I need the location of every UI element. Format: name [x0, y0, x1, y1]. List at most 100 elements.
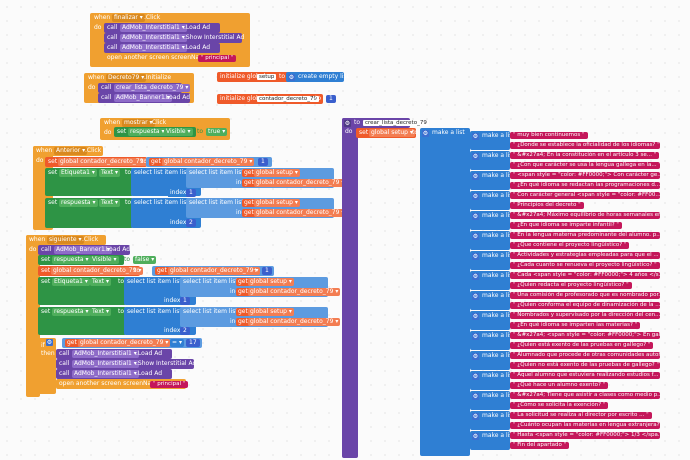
set-global-contador-block[interactable]: set global contador_decreto_79 to: [38, 266, 144, 276]
list-item-string[interactable]: " ¿Quien redacta el proyecto lingüístico…: [510, 282, 632, 289]
equals-compare-block[interactable]: get global contador_decreto_79 = 17: [62, 338, 202, 348]
respuesta-component-dropdown[interactable]: respuesta: [128, 128, 167, 136]
list-item-string[interactable]: " ¿Quien está exento de las pruebas en g…: [510, 342, 654, 349]
inner-make-a-list-block[interactable]: ⚙make a list: [470, 371, 515, 390]
initialize-global-setup-block[interactable]: initialize global setup to: [217, 72, 297, 82]
visible-property-dropdown[interactable]: Visible: [164, 128, 193, 136]
call-load-ad-block[interactable]: call AdMob_Interstitial1 .Load Ad: [56, 349, 172, 359]
index-number-literal[interactable]: 2: [180, 327, 190, 335]
get-global-block[interactable]: get global contador_decreto_79: [155, 267, 261, 275]
mutator-gear-icon[interactable]: ⚙: [472, 232, 479, 240]
get-global-setup-block[interactable]: get global setup: [236, 308, 294, 316]
if-mutator-gear-icon[interactable]: ⚙: [46, 339, 53, 346]
get-global-setup-block[interactable]: get global setup: [236, 278, 294, 286]
list-item-string[interactable]: " Con carácter general <span style = "co…: [510, 192, 660, 199]
mutator-gear-icon[interactable]: ⚙: [472, 392, 479, 400]
global-var-dropdown[interactable]: global contador_decreto_79: [58, 158, 151, 166]
list-item-string[interactable]: " Nombrados y supervisado por la direcci…: [510, 312, 660, 319]
subtract-math-block[interactable]: get global contador_decreto_79 - 1: [146, 157, 272, 167]
get-global-block[interactable]: get global contador_decreto_79: [149, 158, 255, 166]
mutator-gear-icon[interactable]: ⚙: [472, 252, 479, 260]
list-item-string[interactable]: " &#x27a4; En la constitución en el artí…: [510, 152, 660, 159]
mutator-gear-icon[interactable]: ⚙: [472, 332, 479, 340]
procedure-crear-lista-block[interactable]: [342, 118, 358, 458]
false-boolean-block[interactable]: false: [133, 256, 157, 264]
list-item-string[interactable]: " <span style = "color: #FF0000;"> Con c…: [510, 172, 660, 179]
get-global-block[interactable]: get global contador_decreto_79: [65, 339, 171, 347]
mutator-gear-icon[interactable]: ⚙: [472, 412, 479, 420]
mutator-gear-icon[interactable]: ⚙: [472, 292, 479, 300]
list-item-string[interactable]: " Una comisión de profesorado que es nom…: [510, 292, 660, 299]
list-item-string[interactable]: " ¿En qué idioma se redactan las program…: [510, 182, 660, 189]
mutator-gear-icon[interactable]: ⚙: [422, 129, 429, 137]
inner-make-a-list-block[interactable]: ⚙make a list: [470, 131, 515, 150]
inner-make-a-list-block[interactable]: ⚙make a list: [470, 411, 515, 430]
call-crear-lista-procedure-block[interactable]: call crear_lista_decreto_79: [98, 83, 191, 93]
procedure-name-field[interactable]: crear_lista_decreto_79: [363, 120, 429, 126]
mutator-gear-icon[interactable]: ⚙: [472, 192, 479, 200]
call-load-ad-block-1[interactable]: call AdMob_Interstitial1 .Load Ad: [104, 23, 220, 33]
get-global-contador-block[interactable]: get global contador_decreto_79: [242, 209, 347, 217]
inner-make-a-list-block[interactable]: ⚙make a list: [470, 251, 515, 270]
procedure-name-dropdown[interactable]: crear_lista_decreto_79: [114, 84, 191, 92]
mutator-gear-icon[interactable]: ⚙: [472, 352, 479, 360]
list-item-string[interactable]: " Alumnado que procede de otras comunida…: [510, 352, 660, 359]
call-banner-load-ad-block[interactable]: call AdMob_Banner1 .Load Ad: [98, 93, 190, 103]
get-global-setup-block[interactable]: get global setup: [242, 199, 300, 207]
get-global-contador-block[interactable]: get global contador_decreto_79: [236, 288, 341, 296]
inner-make-a-list-block[interactable]: ⚙make a list: [470, 211, 515, 230]
mutator-gear-icon[interactable]: ⚙: [472, 172, 479, 180]
inner-make-a-list-block[interactable]: ⚙make a list: [470, 191, 515, 210]
open-another-screen-block[interactable]: open another screen screenName " princip…: [56, 379, 189, 389]
initialize-global-contador-block[interactable]: initialize global contador_decreto_79 to: [217, 94, 323, 104]
index-number-literal[interactable]: 1: [186, 189, 196, 197]
list-item-string[interactable]: " &#x27a4; Tiene que asistir a clases co…: [510, 392, 660, 399]
decreto79-component-dropdown[interactable]: Decreto79: [106, 74, 147, 82]
list-item-string[interactable]: " ¿Cuánto ocupan las materias en lengua …: [510, 422, 660, 429]
inner-make-a-list-block[interactable]: ⚙make a list: [470, 351, 515, 370]
anterior-component-dropdown[interactable]: Anterior: [54, 147, 88, 155]
set-global-contador-block[interactable]: set global contador_decreto_79 to: [45, 157, 151, 167]
number-literal[interactable]: 1: [326, 95, 336, 103]
compare-operator-dropdown[interactable]: =: [170, 339, 184, 347]
siguiente-click-event-block[interactable]: [26, 235, 40, 397]
list-item-string[interactable]: " ¿Quien no está exento de las pruebas d…: [510, 362, 660, 369]
index-number-literal[interactable]: 1: [180, 297, 190, 305]
interstitial-component-dropdown[interactable]: AdMob_Interstitial1: [120, 44, 187, 52]
list-item-string[interactable]: " Principios del decreto ": [510, 202, 584, 209]
global-name-field[interactable]: contador_decreto_79: [257, 96, 319, 102]
list-item-string[interactable]: " ¿Quien conforma el equipo de dinamizac…: [510, 302, 660, 309]
set-respuesta-visible-block[interactable]: set respuesta Visible: [114, 127, 196, 137]
inner-make-a-list-block[interactable]: ⚙make a list: [470, 391, 515, 410]
mutator-gear-icon[interactable]: ⚙: [472, 132, 479, 140]
mutator-gear-icon[interactable]: ⚙: [288, 73, 295, 81]
procedure-gear-icon[interactable]: ⚙: [344, 119, 351, 127]
list-item-string[interactable]: " Actividades y estrategias empleadas pa…: [510, 252, 660, 259]
list-item-string[interactable]: " ¿Qué hace un alumno exento? ": [510, 382, 609, 389]
mutator-gear-icon[interactable]: ⚙: [472, 152, 479, 160]
index-number-literal[interactable]: 2: [186, 219, 196, 227]
mutator-gear-icon[interactable]: ⚙: [472, 372, 479, 380]
banner-component-dropdown[interactable]: AdMob_Banner1: [114, 94, 172, 102]
mutator-gear-icon[interactable]: ⚙: [472, 312, 479, 320]
outer-make-a-list-block[interactable]: ⚙ make a list: [420, 128, 470, 456]
list-item-string[interactable]: " ¿Donde se establece la oficialidad de …: [510, 142, 660, 149]
interstitial-component-dropdown[interactable]: AdMob_Interstitial1: [120, 24, 187, 32]
inner-make-a-list-block[interactable]: ⚙make a list: [470, 171, 515, 190]
set-respuesta-text-block[interactable]: set respuesta Text to: [45, 198, 133, 228]
mutator-gear-icon[interactable]: ⚙: [472, 432, 479, 440]
set-etiqueta1-text-block[interactable]: set Etiqueta1 Text to: [45, 168, 133, 196]
inner-make-a-list-block[interactable]: ⚙make a list: [470, 331, 515, 350]
screen-name-string[interactable]: " principal ": [198, 54, 237, 62]
inner-make-a-list-block[interactable]: ⚙make a list: [470, 151, 515, 170]
list-item-string[interactable]: " En la lengua materna predominante del …: [510, 232, 660, 239]
number-literal[interactable]: 1: [258, 158, 268, 166]
finalizar-component-dropdown[interactable]: finalizar: [112, 14, 145, 22]
get-global-contador-block[interactable]: get global contador_decreto_79: [236, 318, 341, 326]
list-item-string[interactable]: " Hasta <span style = "color: #FF0000;">…: [510, 432, 660, 439]
inner-make-a-list-block[interactable]: ⚙make a list: [470, 431, 515, 450]
call-show-interstitial-block[interactable]: call AdMob_Interstitial1 .Show Interstit…: [56, 359, 196, 369]
interstitial-component-dropdown[interactable]: AdMob_Interstitial1: [120, 34, 187, 42]
set-etiqueta1-text-block[interactable]: set Etiqueta1 Text to: [38, 277, 126, 305]
